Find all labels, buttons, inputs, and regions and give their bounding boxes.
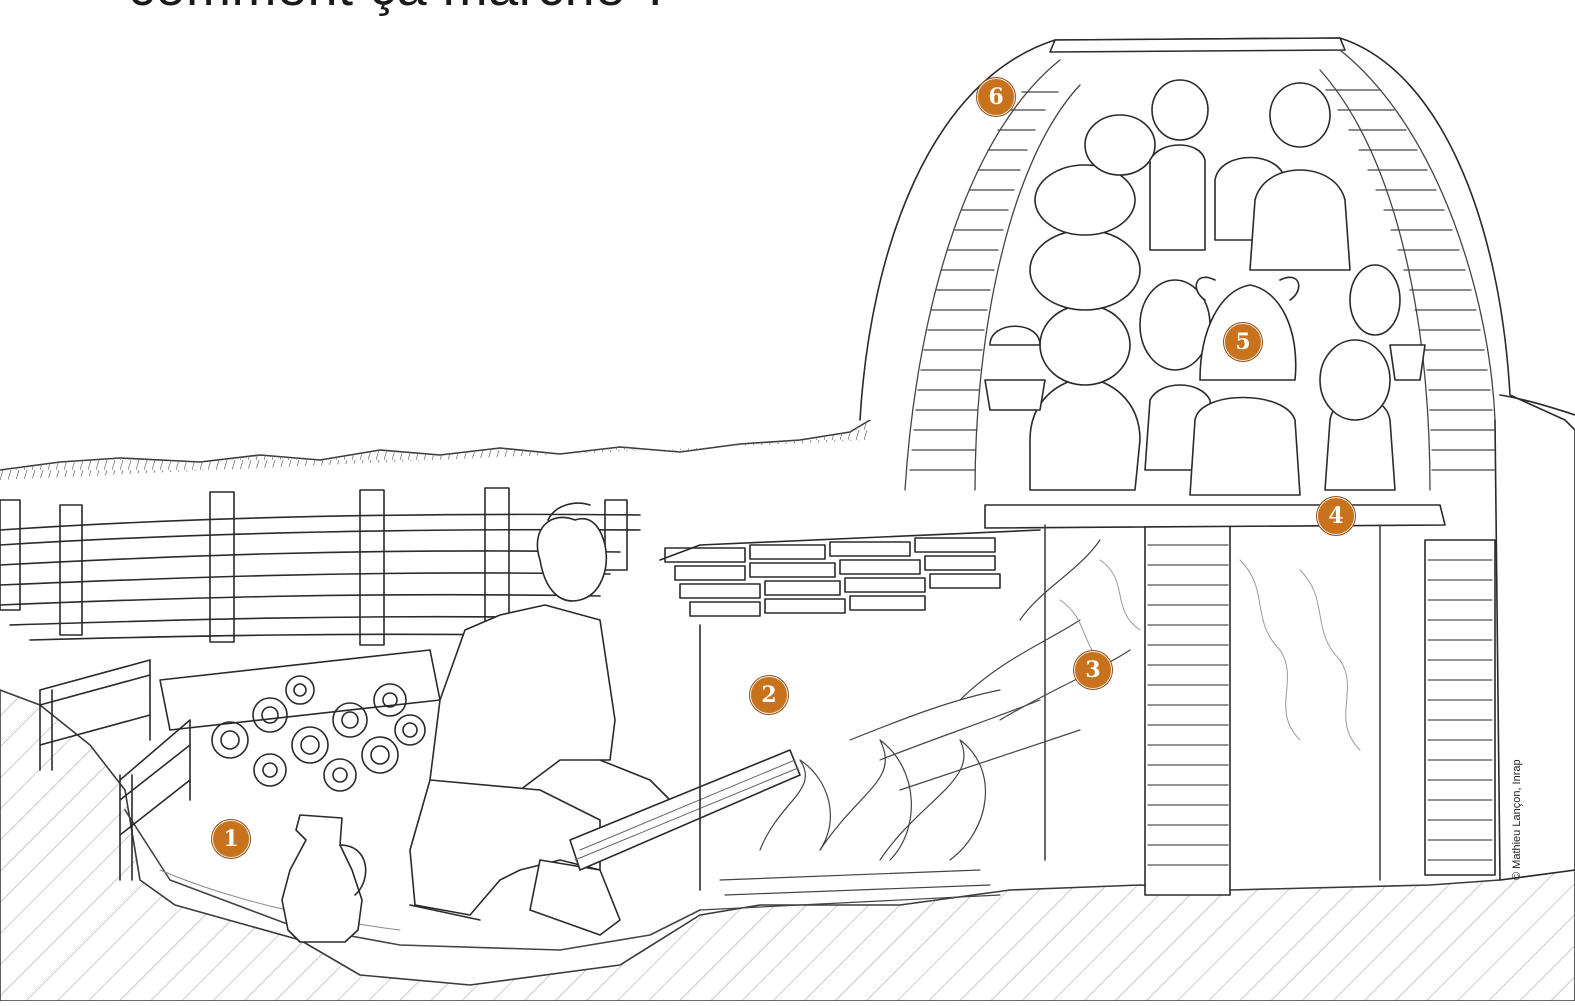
woodpile bbox=[160, 650, 440, 791]
central-pillar bbox=[1145, 525, 1230, 895]
perforated-floor bbox=[985, 505, 1445, 528]
jug bbox=[282, 815, 362, 942]
stoke-hole-wall bbox=[660, 530, 1040, 890]
marker-3-firebox: 3 bbox=[1074, 651, 1112, 689]
right-chamber-wall bbox=[1425, 540, 1495, 875]
marker-6-kiln-dome: 6 bbox=[977, 78, 1015, 116]
marker-1-working-pit: 1 bbox=[212, 820, 250, 858]
potter-figure bbox=[410, 503, 670, 935]
marker-5-pottery-load: 5 bbox=[1224, 323, 1262, 361]
page-title: comment ça marche ? bbox=[128, 0, 672, 18]
image-credit: © Mathieu Lançon, Inrap bbox=[1511, 759, 1523, 880]
marker-4-perforated-floor: 4 bbox=[1317, 497, 1355, 535]
firewood-bundle bbox=[570, 750, 800, 870]
marker-2-stoke-hole: 2 bbox=[750, 676, 788, 714]
